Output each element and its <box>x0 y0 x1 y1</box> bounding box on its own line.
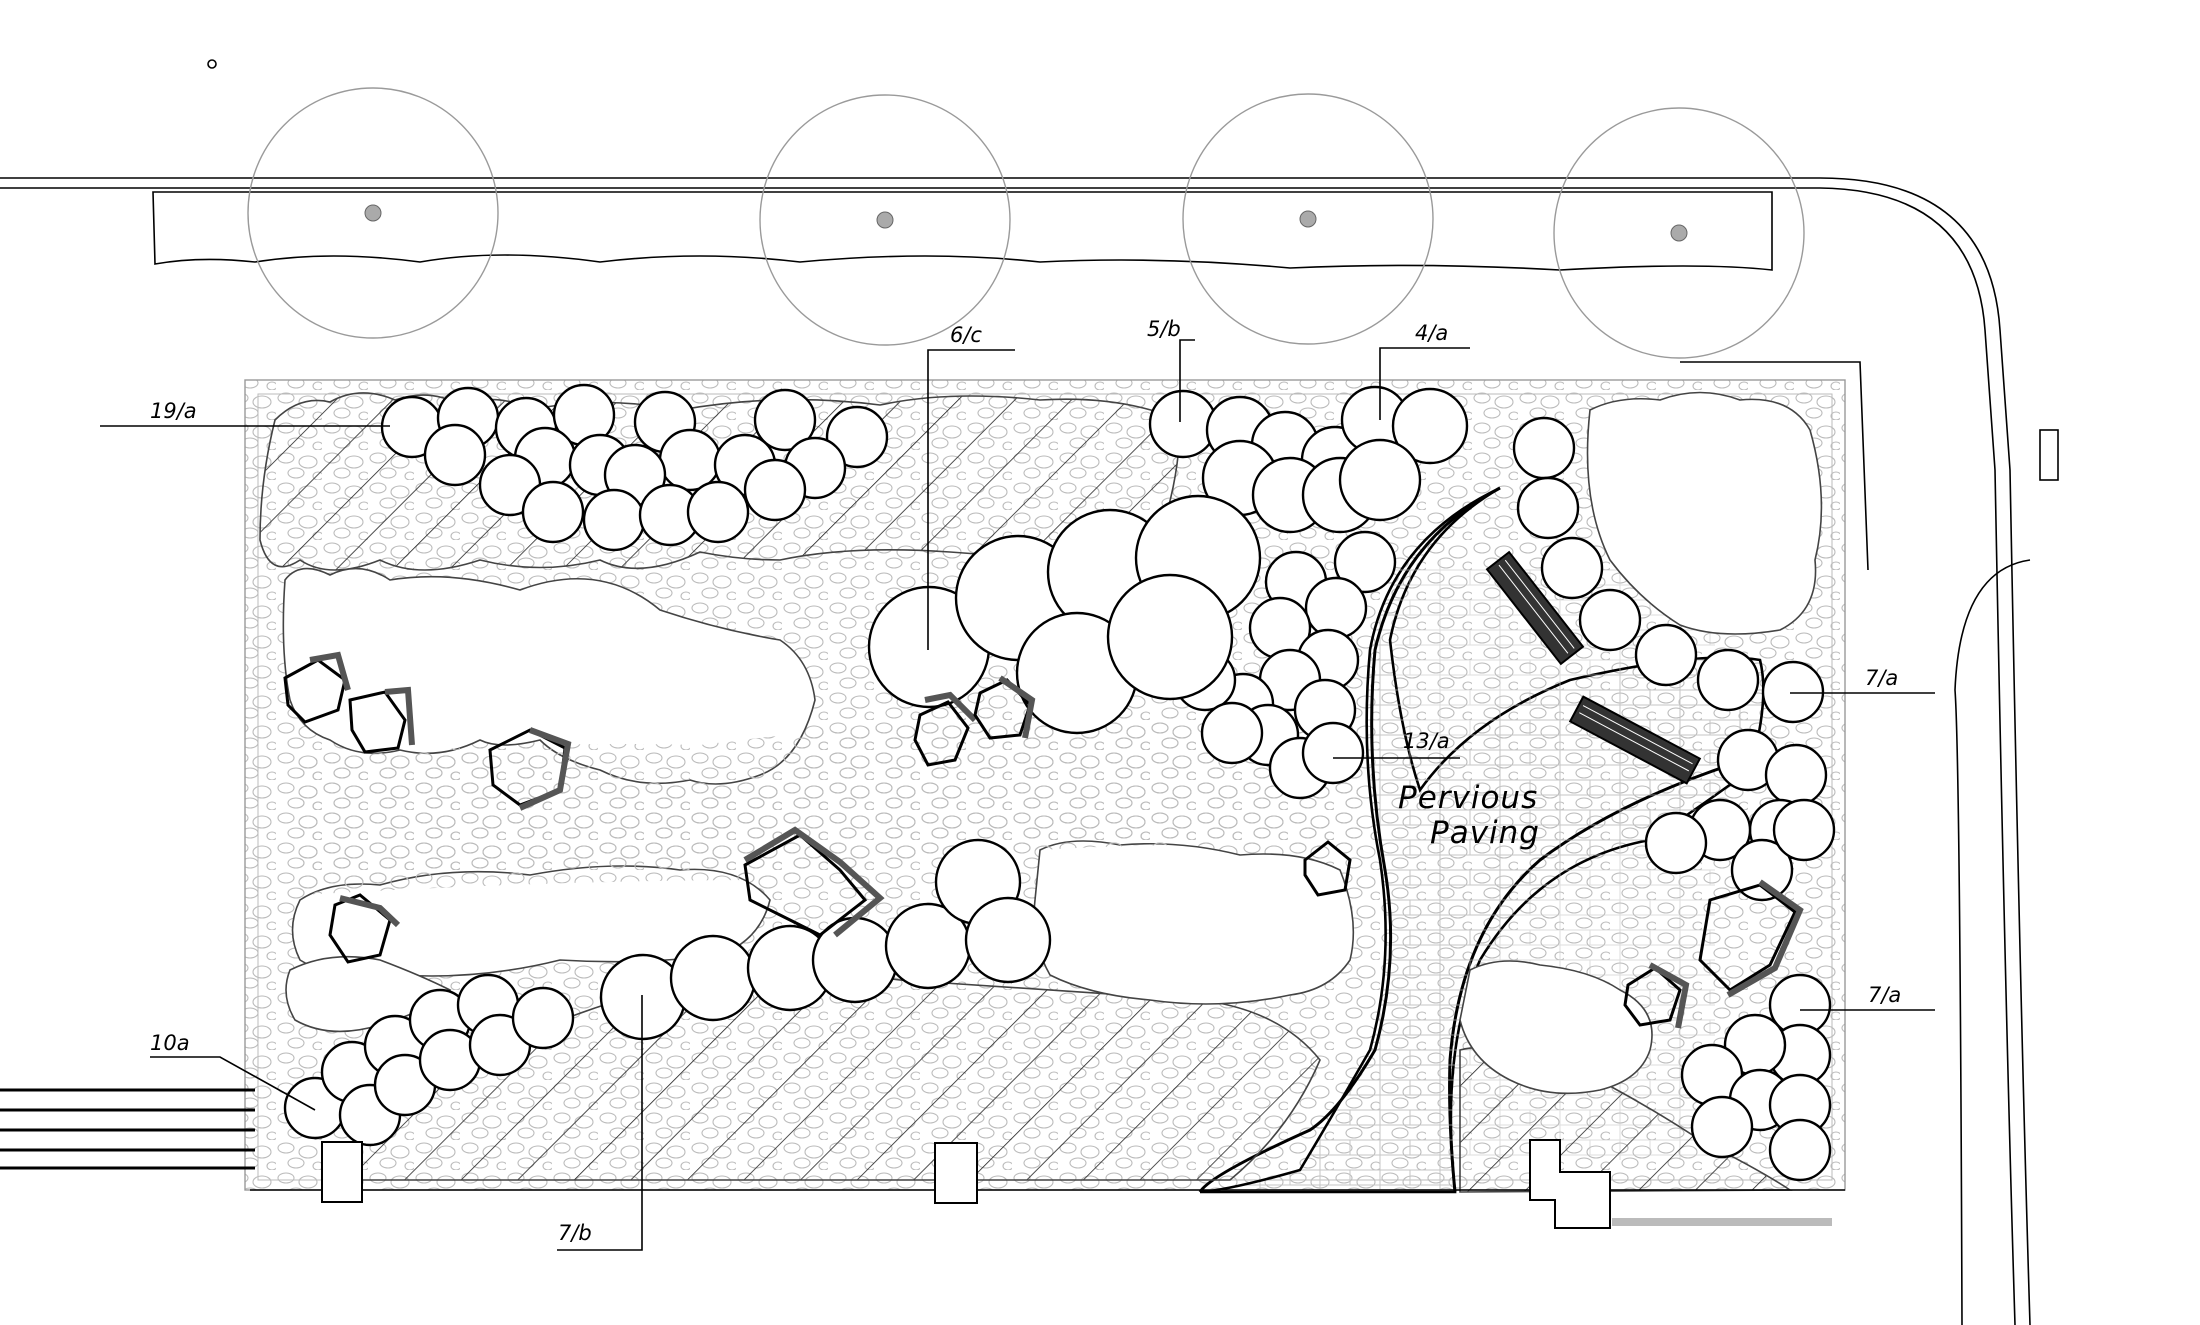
paving-edge-left <box>1198 486 1501 1193</box>
label-7b: 7/b <box>558 1221 592 1245</box>
boulders <box>283 651 1804 1029</box>
benches <box>1485 550 1702 785</box>
label-10a: 10a <box>150 1031 190 1055</box>
label-13a: 13/a <box>1403 729 1450 753</box>
label-6c: 6/c <box>950 323 982 347</box>
label-paving: Paving <box>1430 815 1540 851</box>
label-19a: 19/a <box>150 399 197 423</box>
shrub-masses <box>282 391 1823 1095</box>
shrub-circles <box>283 383 1836 1182</box>
corner-fence <box>1680 361 1869 571</box>
label-7a-top: 7/a <box>1865 666 1898 690</box>
label-4a: 4/a <box>1415 321 1448 345</box>
street-planter-strip <box>152 191 1773 271</box>
street-curb <box>0 177 2059 1325</box>
label-pervious: Pervious <box>1398 780 1538 816</box>
label-5b: 5/b <box>1147 317 1181 341</box>
entry-steps <box>0 1088 255 1170</box>
site-bottom-edge <box>250 1139 1845 1229</box>
street-trees <box>247 87 1805 359</box>
reference-dot <box>207 59 217 69</box>
leader-lines <box>100 339 1935 1251</box>
label-7a-bottom: 7/a <box>1868 983 1901 1007</box>
